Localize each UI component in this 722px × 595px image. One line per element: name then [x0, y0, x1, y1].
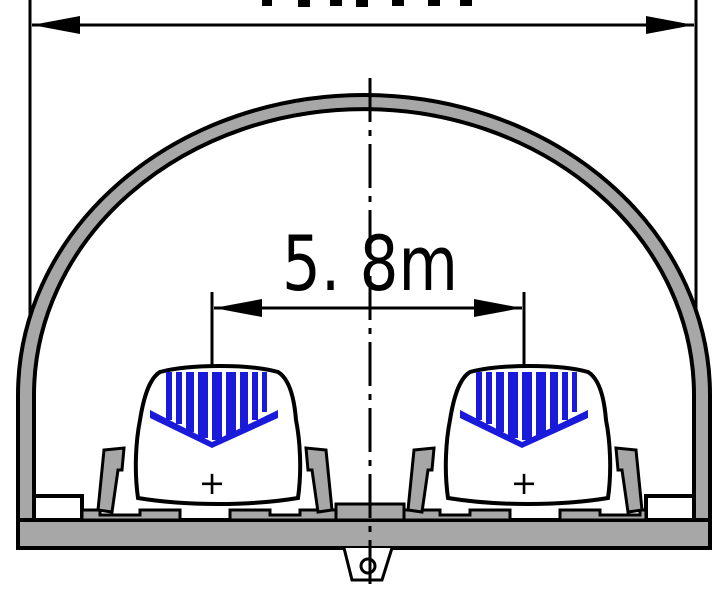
spacing-arrowhead-right [474, 299, 522, 317]
right-train-outer-guard [406, 446, 436, 514]
right-train: + [406, 364, 644, 514]
track-spacing-dimension: 5. 8m [210, 219, 526, 368]
overall-width-dimension [28, 0, 698, 355]
left-track-center-mark: + [199, 464, 226, 502]
right-walkway [644, 494, 696, 522]
overall-width-label-cropped [262, 0, 472, 7]
left-train: + [96, 364, 334, 514]
arrowhead-right [646, 16, 694, 34]
tunnel-floor-slab [16, 518, 712, 550]
track-bed [80, 502, 648, 522]
left-train-nose-stripes [150, 372, 278, 448]
left-walkway [32, 494, 84, 522]
left-train-inner-guard [304, 446, 334, 514]
drainage-pipe [342, 547, 394, 582]
right-track-center-mark: + [511, 464, 538, 502]
right-train-inner-guard [614, 446, 644, 514]
spacing-arrowhead-left [214, 299, 262, 317]
arrowhead-left [32, 16, 80, 34]
left-train-outer-guard [96, 446, 126, 514]
right-train-nose-stripes [460, 372, 588, 448]
